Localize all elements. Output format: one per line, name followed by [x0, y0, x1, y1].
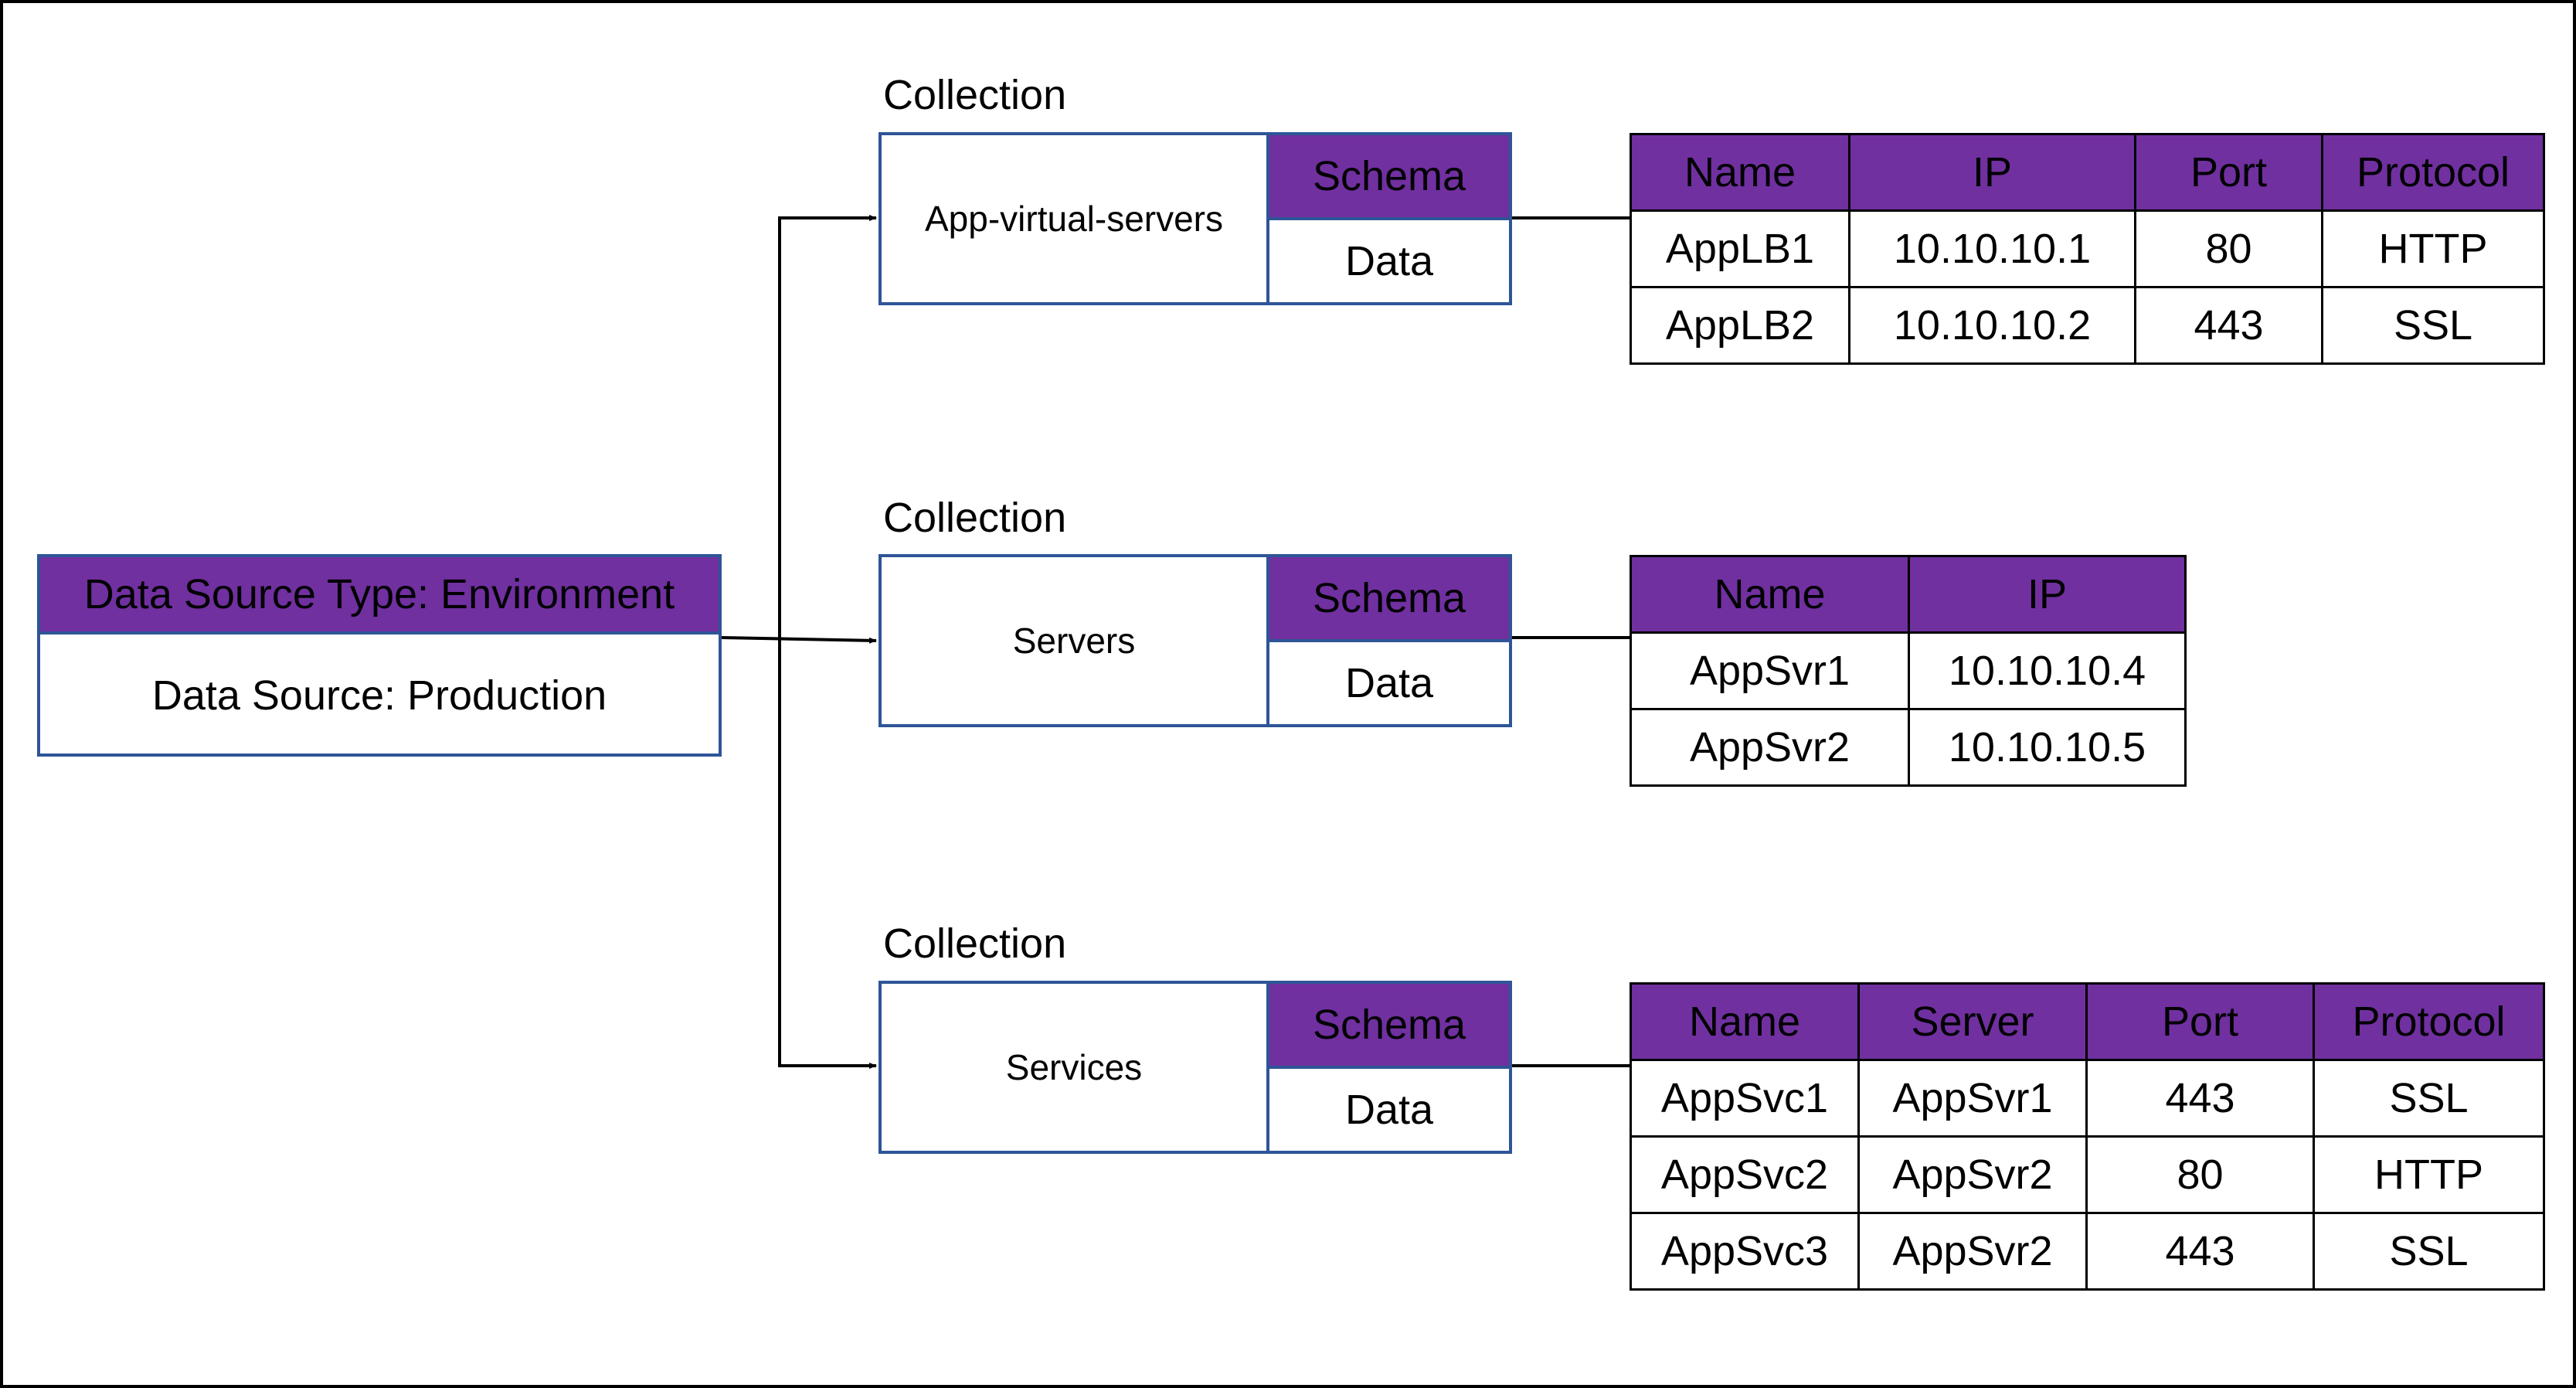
- table-header-row: Name IP: [1630, 555, 2187, 634]
- table-cell: AppSvr1: [1630, 631, 1910, 710]
- table-row: AppLB1 10.10.10.1 80 HTTP: [1630, 209, 2545, 288]
- table-row: AppSvr1 10.10.10.4: [1630, 631, 2187, 710]
- table-cell: 80: [2085, 1135, 2315, 1214]
- table-header-cell: Server: [1857, 982, 2088, 1061]
- table-cell: 10.10.10.5: [1908, 708, 2187, 787]
- data-source-box: Data Source Type: Environment Data Sourc…: [37, 554, 722, 757]
- collection-2-data: Data: [1344, 660, 1434, 706]
- collection-3-caption: Collection: [883, 920, 1067, 967]
- table-cell: 10.10.10.4: [1908, 631, 2187, 710]
- table-cell: AppSvc2: [1630, 1135, 1860, 1214]
- table-cell: SSL: [2313, 1212, 2545, 1291]
- table-row: AppSvc2 AppSvr2 80 HTTP: [1630, 1135, 2545, 1214]
- table-cell: 10.10.10.1: [1848, 209, 2136, 288]
- table-cell: HTTP: [2313, 1135, 2545, 1214]
- collection-2-table: Name IP AppSvr1 10.10.10.4 AppSvr2 10.10…: [1630, 555, 2187, 787]
- table-cell: AppSvr2: [1630, 708, 1910, 787]
- table-header-cell: IP: [1848, 133, 2136, 212]
- table-header-cell: Name: [1630, 133, 1850, 212]
- table-header-cell: Port: [2085, 982, 2315, 1061]
- table-cell: AppSvc3: [1630, 1212, 1860, 1291]
- collection-1-data: Data: [1344, 238, 1434, 284]
- table-row: AppSvc1 AppSvr1 443 SSL: [1630, 1059, 2545, 1138]
- table-header-cell: Protocol: [2313, 982, 2545, 1061]
- table-header-cell: Name: [1630, 982, 1860, 1061]
- table-cell: 80: [2134, 209, 2323, 288]
- table-cell: HTTP: [2321, 209, 2545, 288]
- data-source-type-header: Data Source Type: Environment: [40, 557, 719, 634]
- table-header-row: Name IP Port Protocol: [1630, 133, 2545, 212]
- table-cell: AppSvc1: [1630, 1059, 1860, 1138]
- table-header-cell: Port: [2134, 133, 2323, 212]
- collection-2-name: Servers: [882, 557, 1269, 724]
- table-cell: 443: [2085, 1059, 2315, 1138]
- collection-3-name: Services: [882, 984, 1269, 1151]
- collection-1-caption: Collection: [883, 72, 1067, 118]
- table-cell: SSL: [2313, 1059, 2545, 1138]
- data-source-name: Data Source: Production: [151, 672, 607, 719]
- table-cell: 443: [2085, 1212, 2315, 1291]
- table-cell: SSL: [2321, 286, 2545, 365]
- collection-3-schema: Schema: [1269, 984, 1509, 1069]
- collection-3-table: Name Server Port Protocol AppSvc1 AppSvr…: [1630, 982, 2545, 1291]
- collection-2-schema: Schema: [1269, 557, 1509, 642]
- table-header-cell: IP: [1908, 555, 2187, 634]
- arrow-to-collection-2: [721, 636, 877, 644]
- collection-2-box: Servers Schema Data: [878, 554, 1512, 727]
- collection-1-box: App-virtual-servers Schema Data: [878, 132, 1512, 305]
- collection-3-box: Services Schema Data: [878, 981, 1512, 1154]
- collection-2-caption: Collection: [883, 495, 1067, 541]
- collection-1-name: App-virtual-servers: [882, 135, 1269, 302]
- table-cell: AppSvr2: [1857, 1212, 2088, 1291]
- table-cell: 443: [2134, 286, 2323, 365]
- collection-1-table: Name IP Port Protocol AppLB1 10.10.10.1 …: [1630, 133, 2545, 365]
- collection-1-schema: Schema: [1269, 135, 1509, 220]
- table-header-cell: Protocol: [2321, 133, 2545, 212]
- table-row: AppSvc3 AppSvr2 443 SSL: [1630, 1212, 2545, 1291]
- table-cell: AppSvr2: [1857, 1135, 2088, 1214]
- table-cell: AppLB2: [1630, 286, 1850, 365]
- table-cell: 10.10.10.2: [1848, 286, 2136, 365]
- collection-3-data: Data: [1344, 1087, 1434, 1133]
- table-cell: AppSvr1: [1857, 1059, 2088, 1138]
- table-header-row: Name Server Port Protocol: [1630, 982, 2545, 1061]
- table-row: AppLB2 10.10.10.2 443 SSL: [1630, 286, 2545, 365]
- table-cell: AppLB1: [1630, 209, 1850, 288]
- table-row: AppSvr2 10.10.10.5: [1630, 708, 2187, 787]
- table-header-cell: Name: [1630, 555, 1910, 634]
